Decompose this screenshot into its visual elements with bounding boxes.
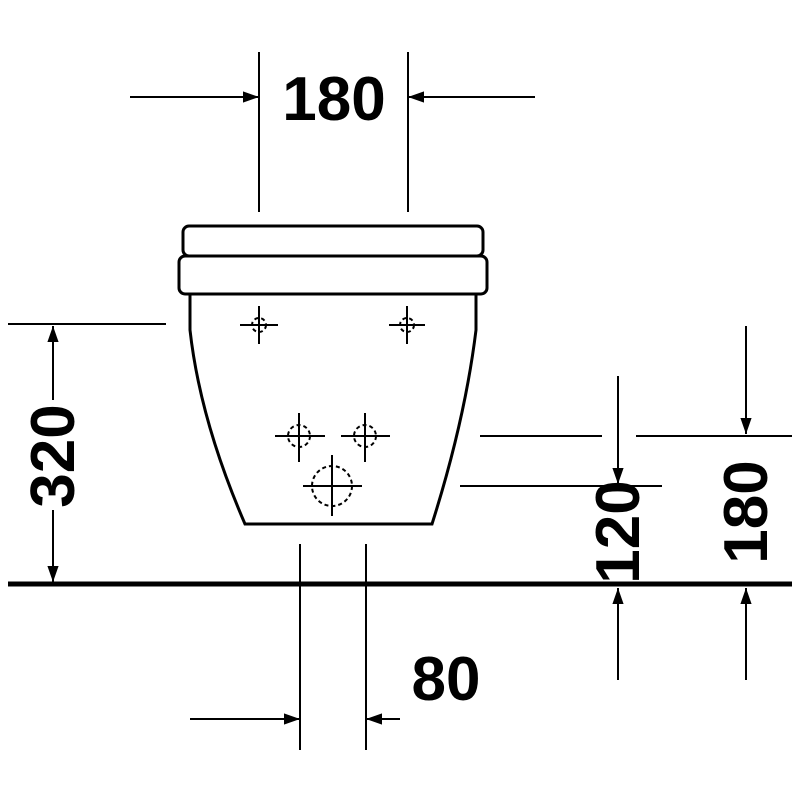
dimension-label-top-width: 180 — [282, 65, 385, 134]
dimension-label-inlet-height: 120 — [584, 480, 653, 583]
dimension-fixing-height: 320 — [8, 323, 166, 582]
seat-rim — [177, 254, 489, 296]
dimension-label-outlet-height: 180 — [712, 460, 781, 563]
fixing-hole-upper-right — [389, 306, 425, 344]
fixing-hole-lower-right — [341, 413, 390, 462]
bowl-body — [188, 294, 478, 526]
fixing-hole-upper-left — [240, 306, 278, 344]
dimension-top-width: 180 — [130, 52, 535, 212]
dimension-inlet-height: 120 — [460, 376, 662, 680]
fixture-outline — [177, 224, 489, 526]
seat-lid — [181, 224, 485, 258]
dimension-label-bottom-width: 80 — [412, 645, 481, 714]
dimension-outlet-height: 180 — [636, 326, 792, 680]
dimension-label-fixing-height: 320 — [19, 404, 88, 507]
dimension-bottom-width: 80 — [190, 544, 480, 750]
outlet-connection — [303, 455, 362, 516]
fixing-hole-lower-left — [275, 413, 325, 462]
